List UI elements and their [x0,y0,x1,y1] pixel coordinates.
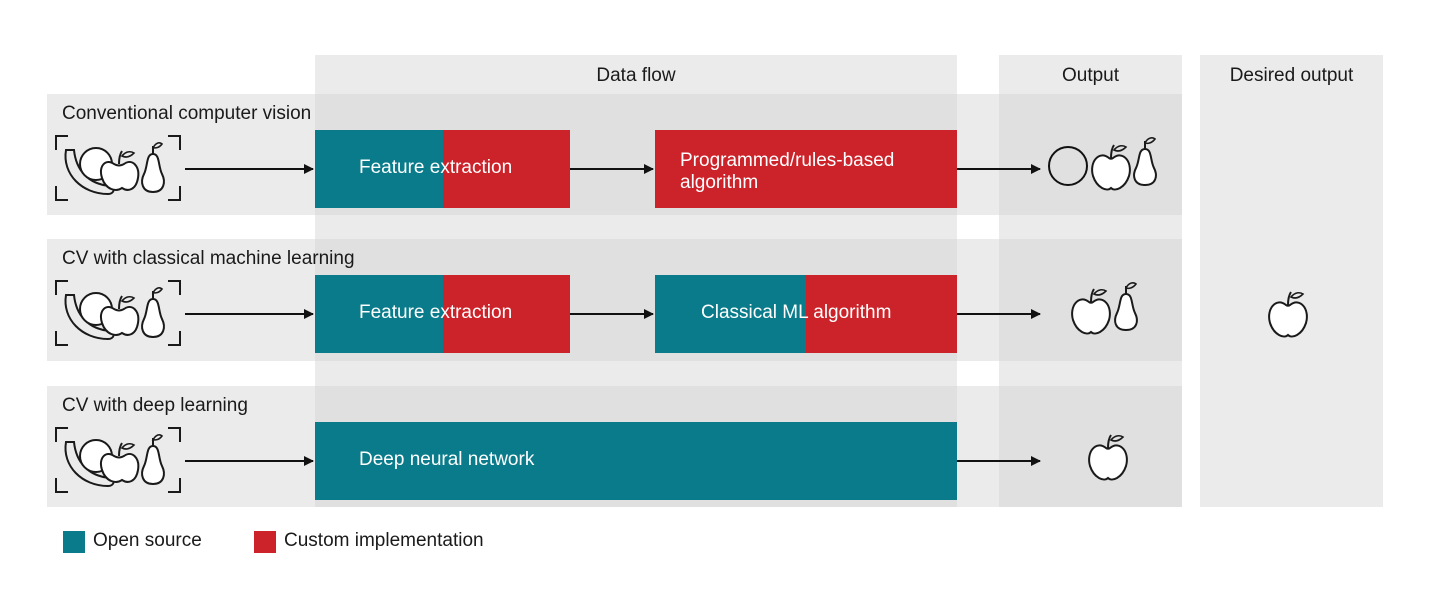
deep-neural-network-box: Deep neural network [315,422,957,500]
desired-output-column [1200,55,1383,507]
legend-label-open-source: Open source [93,530,202,551]
classical-ml-algorithm-box: Classical ML algorithm [655,275,957,353]
rules-based-algorithm-label: Programmed/rules-based algorithm [680,150,895,193]
open-source-segment [315,275,443,353]
legend-swatch-custom [254,531,276,553]
apple-icon [1268,291,1308,338]
pear-icon [1114,281,1138,331]
open-source-segment [315,130,443,208]
row-title-classical-ml: CV with classical machine learning [62,248,355,269]
fruit-basket-icon [55,135,181,201]
feature-extraction-box: Feature extraction [315,130,570,208]
circle-icon [1048,146,1088,186]
feature-extraction-label: Feature extraction [359,157,513,178]
deep-neural-network-label: Deep neural network [359,449,535,470]
apple-icon [1088,434,1128,481]
data-flow-heading: Data flow [596,65,676,86]
rules-based-algorithm-box: Programmed/rules-based algorithm [655,130,957,208]
classical-ml-algorithm-label: Classical ML algorithm [701,302,892,323]
fruit-basket-icon [55,427,181,493]
apple-icon [1091,144,1131,191]
output-column [999,55,1182,507]
feature-extraction-box: Feature extraction [315,275,570,353]
pear-icon [1133,136,1157,186]
legend-label-custom: Custom implementation [284,530,484,551]
custom-segment [443,130,570,208]
custom-segment [443,275,570,353]
apple-icon [1071,288,1111,335]
row-band-classical-ml [47,239,1182,361]
feature-extraction-label: Feature extraction [359,302,513,323]
legend-swatch-open-source [63,531,85,553]
row-band-conventional [47,94,1182,215]
fruit-basket-icon [55,280,181,346]
row-title-deep-learning: CV with deep learning [62,395,248,416]
desired-output-heading: Desired output [1229,65,1354,86]
custom-segment [806,275,957,353]
output-heading: Output [1061,65,1120,86]
row-title-conventional: Conventional computer vision [62,103,312,124]
open-source-segment [655,275,806,353]
